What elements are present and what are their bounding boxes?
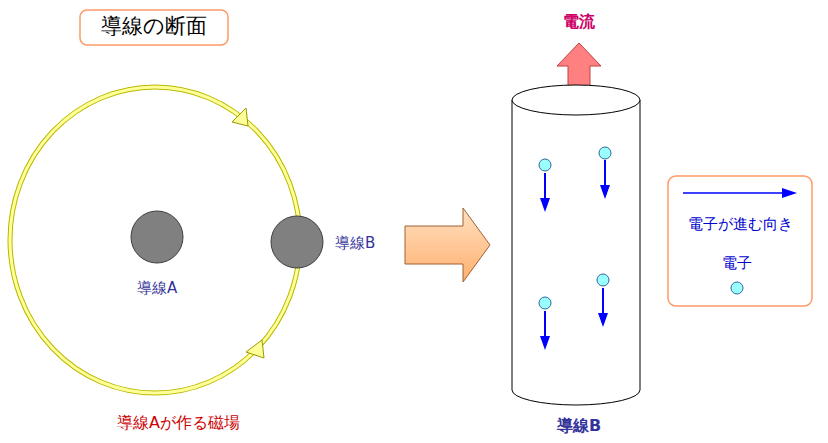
field-arrowhead: [246, 340, 264, 358]
field-ring: [10, 87, 300, 393]
legend-frame: [668, 176, 812, 306]
legend-text: 電子: [722, 254, 752, 272]
transition-arrow: [405, 208, 490, 282]
electrons: [539, 147, 611, 309]
wire-cylinder-top: [512, 85, 640, 115]
wire-label: 導線B: [557, 416, 601, 435]
wire-section-shape: [270, 215, 324, 269]
wire-cylinder-body: [512, 100, 640, 405]
wire-b-section: 導線B: [270, 215, 324, 269]
legend-arrow-sample: [683, 192, 784, 194]
legend-arrowhead: [782, 188, 797, 198]
wire-a-section: 導線A: [130, 210, 184, 264]
title-frame: [80, 10, 228, 45]
wire-section-shape: [130, 210, 184, 264]
current-label: 電流: [563, 12, 595, 31]
title-text: 導線の断面: [101, 14, 207, 39]
electron-arrows: [540, 160, 610, 350]
legend-text: 電子が進む向き: [688, 215, 793, 233]
wire-label: 導線A: [137, 279, 177, 297]
field-ring-outline: [10, 87, 300, 393]
wire-section-circle: [131, 211, 183, 263]
field-arrowhead: [232, 108, 248, 126]
wire-label: 導線B: [335, 234, 375, 252]
field-label: 導線Aが作る磁場: [117, 413, 240, 432]
wire-section-circle: [271, 216, 323, 268]
legend-electron-sample: [731, 282, 743, 294]
wire-b-cylinder: 導線B: [512, 85, 640, 405]
